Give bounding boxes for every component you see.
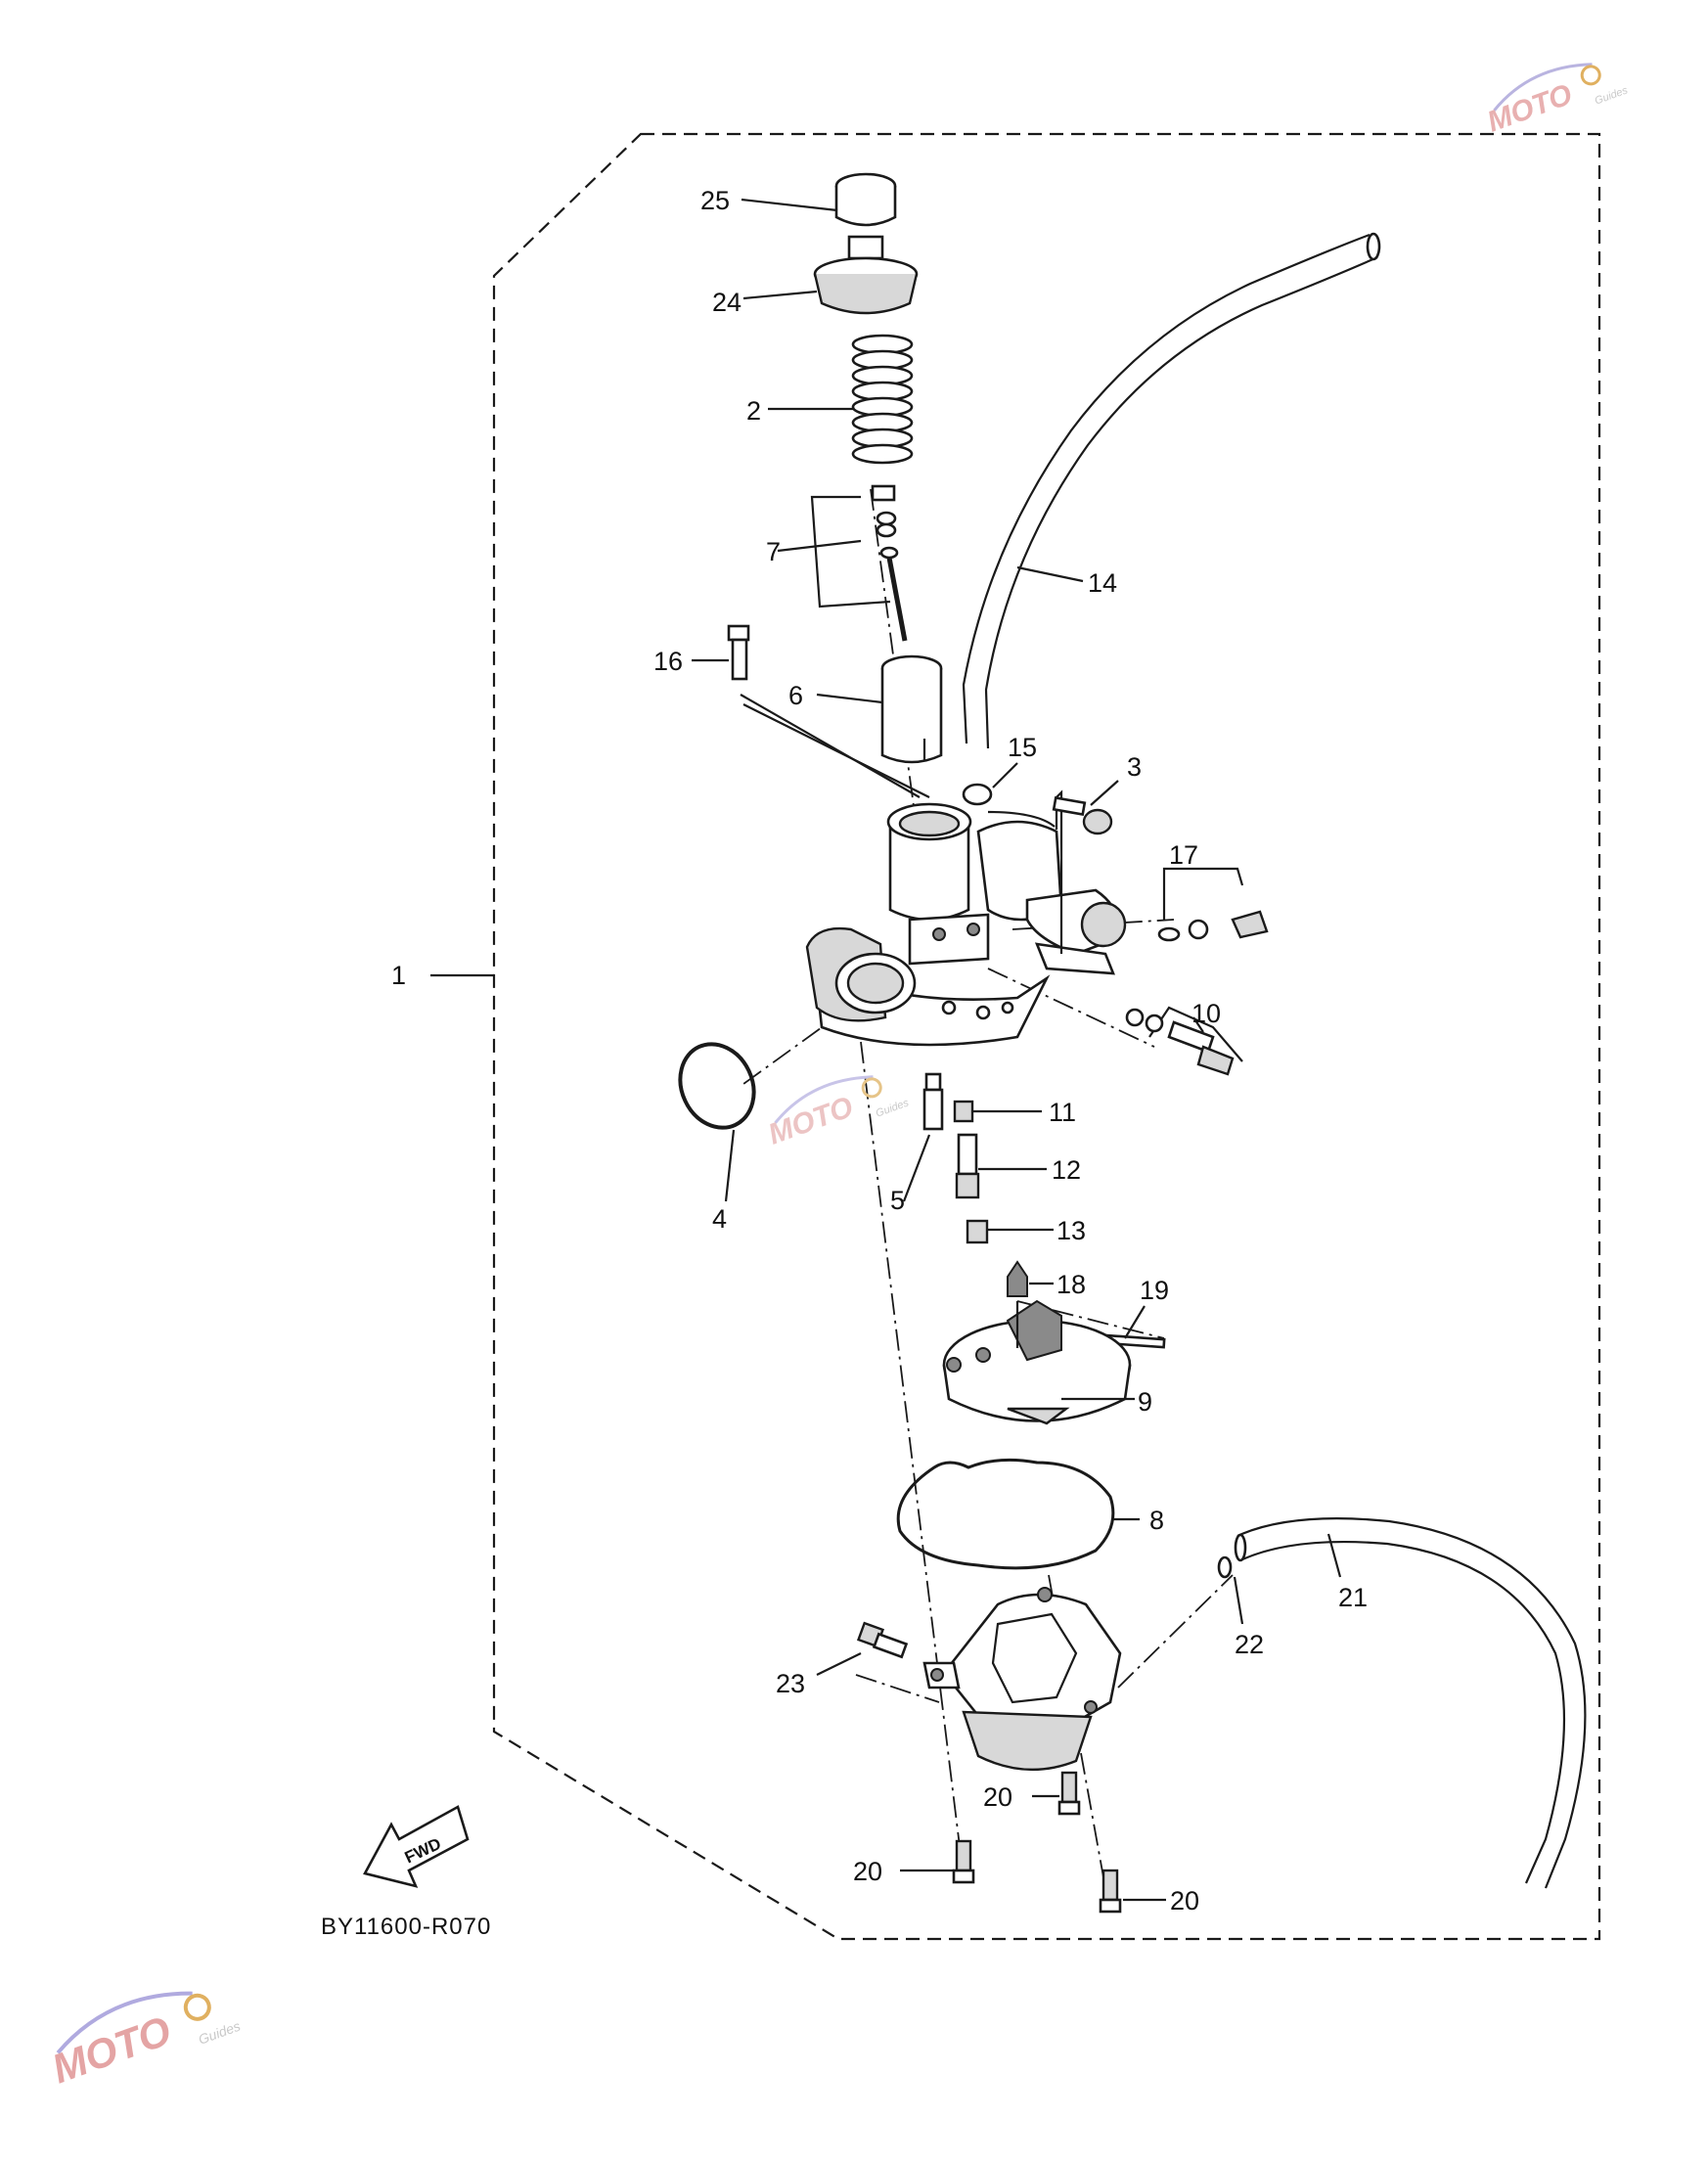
float-chamber-bowl [922,1587,1122,1772]
diagram-code: BY11600-R070 [321,1914,491,1940]
part-21-hose [1234,1517,1587,1889]
callout-2: 2 [746,396,761,426]
part-9-float [942,1299,1132,1425]
part-15-clip [962,783,993,806]
part-2-spring [851,334,914,465]
callout-21: 21 [1338,1583,1368,1612]
callout-20-middle: 20 [983,1782,1012,1812]
part-10-screw-set [1125,1006,1243,1076]
part-18-needle-valve [1007,1260,1028,1297]
part-14-hose [962,232,1381,749]
part-25-cap [834,172,897,227]
part-3-screw [1052,795,1113,835]
callout-17: 17 [1169,840,1198,870]
watermark-top-right: MOTO Guides [1483,63,1630,139]
gear-icon [1580,65,1601,86]
callout-13: 13 [1056,1216,1086,1245]
callout-7: 7 [766,537,781,566]
callout-24: 24 [712,288,742,317]
callout-14: 14 [1088,568,1117,598]
part-16-screw [727,624,921,798]
part-11-jet [953,1100,974,1123]
part-12-needle-jet [955,1133,980,1199]
watermark-brand-center: MOTO [764,1091,857,1151]
callout-15: 15 [1008,733,1037,762]
part-7-needle-set [810,484,908,642]
leader-lines [692,198,1342,1902]
part-8-gasket [896,1458,1115,1570]
part-4-o-ring [678,1042,756,1130]
watermark-brand-top: MOTO [1483,78,1576,139]
watermark-center: MOTO Guides [764,1075,911,1151]
callout-8: 8 [1149,1506,1164,1535]
callout-22: 22 [1235,1630,1264,1659]
callout-19: 19 [1140,1276,1169,1305]
part-23-screw [856,1621,909,1659]
callout-12: 12 [1052,1155,1081,1185]
callout-labels: 1 2 3 4 5 6 7 8 9 10 11 12 13 14 15 16 1… [391,186,1368,1915]
watermark-brand-bottom: MOTO [46,2006,177,2092]
watermark-sub-bottom: Guides [197,2018,243,2048]
part-13-main-jet [966,1219,989,1244]
callout-16: 16 [653,647,683,676]
assembly-boundary [430,132,1601,1941]
callout-20-right: 20 [1170,1886,1199,1915]
callout-18: 18 [1056,1270,1086,1299]
callout-4: 4 [712,1204,727,1234]
carburetor-body [805,789,1127,1047]
callout-23: 23 [776,1669,805,1698]
part-20-screws [952,1771,1122,1914]
watermark-sub-center: Guides [875,1097,911,1119]
fwd-arrow-icon: FWD [363,1805,470,1888]
part-17-screw-set [1157,867,1269,942]
callout-10: 10 [1191,999,1221,1028]
callout-9: 9 [1138,1387,1152,1417]
callout-5: 5 [890,1186,905,1215]
watermark-bottom-left: MOTO Guides [46,1991,243,2092]
callout-3: 3 [1127,752,1142,782]
callout-6: 6 [788,681,803,710]
part-22-clip [1217,1555,1233,1579]
callout-25: 25 [700,186,730,215]
gear-icon [861,1077,882,1099]
callout-1: 1 [391,961,406,990]
callout-11: 11 [1049,1098,1076,1127]
part-5-pilot-screw [922,1072,944,1131]
part-6-throttle-valve [880,654,943,764]
watermark-sub-top: Guides [1594,84,1630,107]
gear-icon [183,1993,211,2021]
callout-20-left: 20 [853,1857,882,1886]
part-24-top-nut [813,235,919,315]
